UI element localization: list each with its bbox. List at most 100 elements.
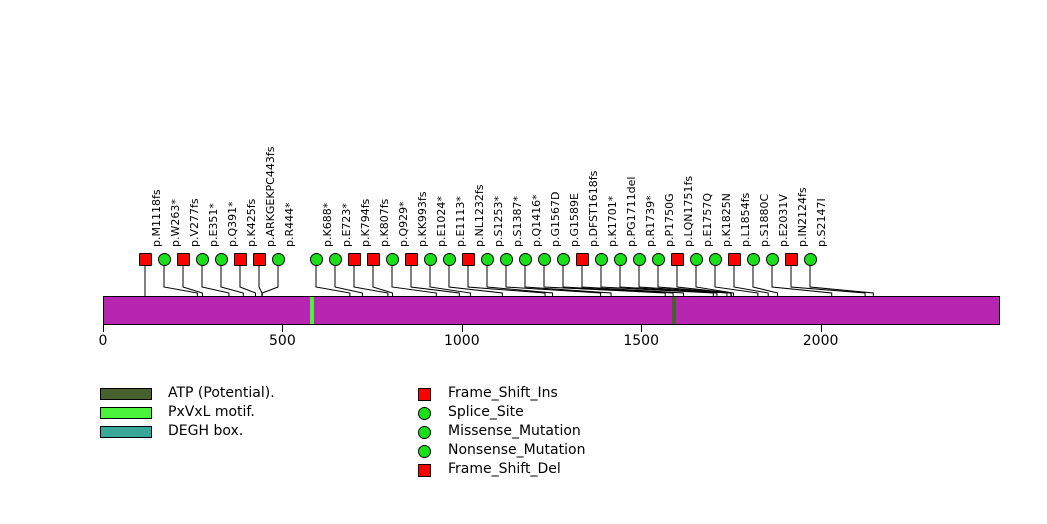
mutation-marker-circle[interactable] xyxy=(594,253,608,266)
mutation-marker-circle[interactable] xyxy=(537,253,551,266)
mutation-label: p.Q1416* xyxy=(530,194,543,247)
mutation-marker-square[interactable] xyxy=(461,253,475,266)
mutation-label: p.V277fs xyxy=(188,198,201,247)
axis-tick-label: 1500 xyxy=(623,333,660,349)
mutation-label: p.S2147I xyxy=(815,198,828,247)
mutation-label: p.NL1232fs xyxy=(473,184,486,247)
mutation-label: p.KK993fs xyxy=(416,191,429,247)
mutation-label: p.R444* xyxy=(283,202,296,247)
mutation-marker-circle[interactable] xyxy=(423,253,437,266)
mutation-marker-circle[interactable] xyxy=(632,253,646,266)
mutation-label: p.K1825N xyxy=(720,193,733,247)
mutation-marker-square[interactable] xyxy=(176,253,190,266)
mutation-label: p.K807fs xyxy=(378,198,391,247)
mutation-marker-circle[interactable] xyxy=(556,253,570,266)
mutation-marker-square[interactable] xyxy=(233,253,247,266)
mutation-label: p.S1253* xyxy=(492,196,505,247)
legend-mutation-label: Nonsense_Mutation xyxy=(448,442,586,458)
axis-tick xyxy=(461,325,463,332)
mutation-marker-circle[interactable] xyxy=(442,253,456,266)
mutation-marker-circle[interactable] xyxy=(157,253,171,266)
mutation-label: p.L1854fs xyxy=(739,192,752,247)
legend-mutation-label: Frame_Shift_Del xyxy=(448,461,561,477)
mutation-label: p.K1701* xyxy=(606,195,619,247)
mutation-label: p.K794fs xyxy=(359,198,372,247)
mutation-label: p.R1739* xyxy=(644,195,657,247)
mutation-label: p.PG1711del xyxy=(625,176,638,247)
mutation-marker-circle[interactable] xyxy=(499,253,513,266)
mutation-marker-square[interactable] xyxy=(575,253,589,266)
mutation-label: p.G1567D xyxy=(549,191,562,247)
mutation-label: p.E1024* xyxy=(435,196,448,247)
legend-mutation-marker-circle xyxy=(418,445,431,458)
legend-mutation-label: Frame_Shift_Ins xyxy=(448,385,558,401)
protein-bar xyxy=(103,296,1000,325)
legend-domain-swatch xyxy=(100,426,152,438)
position-axis: 0 500 1000 1500 2000 xyxy=(99,325,1000,349)
mutation-label: p.E1757Q xyxy=(701,192,714,247)
axis-tick xyxy=(820,325,822,332)
mutation-label: p.Q929* xyxy=(397,201,410,247)
mutation-marker-circle[interactable] xyxy=(613,253,627,266)
mutation-marker-circle[interactable] xyxy=(708,253,722,266)
mutation-marker-circle[interactable] xyxy=(746,253,760,266)
mutation-marker-circle[interactable] xyxy=(765,253,779,266)
mutation-label: p.S1880C xyxy=(758,193,771,247)
legend-mutation-marker-circle xyxy=(418,426,431,439)
mutation-marker-square[interactable] xyxy=(784,253,798,266)
mutation-label: p.P1750G xyxy=(663,193,676,247)
axis-tick-label: 1000 xyxy=(443,333,480,349)
mutation-label: p.M1118fs xyxy=(150,189,163,247)
mutation-marker-circle[interactable] xyxy=(309,253,323,266)
mutation-marker-circle[interactable] xyxy=(689,253,703,266)
mutation-label: p.LQN1751fs xyxy=(682,175,695,247)
mutation-marker-circle[interactable] xyxy=(480,253,494,266)
legend-mutation-label: Splice_Site xyxy=(448,404,524,420)
legend-mutation-marker-square xyxy=(418,388,431,401)
mutation-marker-square[interactable] xyxy=(138,253,152,266)
axis-tick xyxy=(103,325,104,332)
mutation-marker-square[interactable] xyxy=(727,253,741,266)
legend: ATP (Potential). PxVxL motif. DEGH box. Fr… xyxy=(0,385,1047,505)
mutation-label: p.DFST1618fs xyxy=(587,170,600,247)
mutation-label: p.K688* xyxy=(321,202,334,247)
mutation-marker-square[interactable] xyxy=(347,253,361,266)
mutation-label: p.K425fs xyxy=(245,198,258,247)
mutation-marker-circle[interactable] xyxy=(518,253,532,266)
mutation-label: p.ARKGEKPC443fs xyxy=(264,146,277,247)
protein-domain[interactable] xyxy=(310,297,314,324)
mutation-label: p.G1589E xyxy=(568,193,581,247)
mutation-marker-circle[interactable] xyxy=(385,253,399,266)
mutation-label: p.E2031V xyxy=(777,194,790,247)
mutation-marker-circle[interactable] xyxy=(214,253,228,266)
mutation-marker-square[interactable] xyxy=(366,253,380,266)
legend-domain-swatch xyxy=(100,388,152,400)
protein-domain[interactable] xyxy=(672,297,676,324)
legend-mutation-marker-square xyxy=(418,464,431,477)
legend-domain-label: ATP (Potential). xyxy=(168,385,275,401)
legend-domain-label: PxVxL motif. xyxy=(168,404,255,420)
axis-tick xyxy=(282,325,284,332)
axis-tick-label: 2000 xyxy=(802,333,839,349)
mutation-label: p.S1387* xyxy=(511,196,524,247)
legend-mutation-label: Missense_Mutation xyxy=(448,423,581,439)
mutation-marker-circle[interactable] xyxy=(195,253,209,266)
mutation-label: p.W263* xyxy=(169,199,182,247)
axis-tick-label: 0 xyxy=(98,333,108,349)
mutation-label: p.E351* xyxy=(207,203,220,247)
axis-tick-label: 500 xyxy=(269,333,296,349)
legend-domain-label: DEGH box. xyxy=(168,423,244,439)
mutation-marker-square[interactable] xyxy=(404,253,418,266)
mutation-marker-circle[interactable] xyxy=(803,253,817,266)
mutation-marker-circle[interactable] xyxy=(651,253,665,266)
mutation-marker-circle[interactable] xyxy=(328,253,342,266)
axis-tick xyxy=(641,325,643,332)
mutation-marker-circle[interactable] xyxy=(271,253,285,266)
mutation-label: p.E1113* xyxy=(454,196,467,247)
mutation-label: p.E723* xyxy=(340,203,353,247)
mutation-marker-square[interactable] xyxy=(252,253,266,266)
legend-mutation-marker-circle xyxy=(418,407,431,420)
mutation-marker-square[interactable] xyxy=(670,253,684,266)
legend-domain-swatch xyxy=(100,407,152,419)
